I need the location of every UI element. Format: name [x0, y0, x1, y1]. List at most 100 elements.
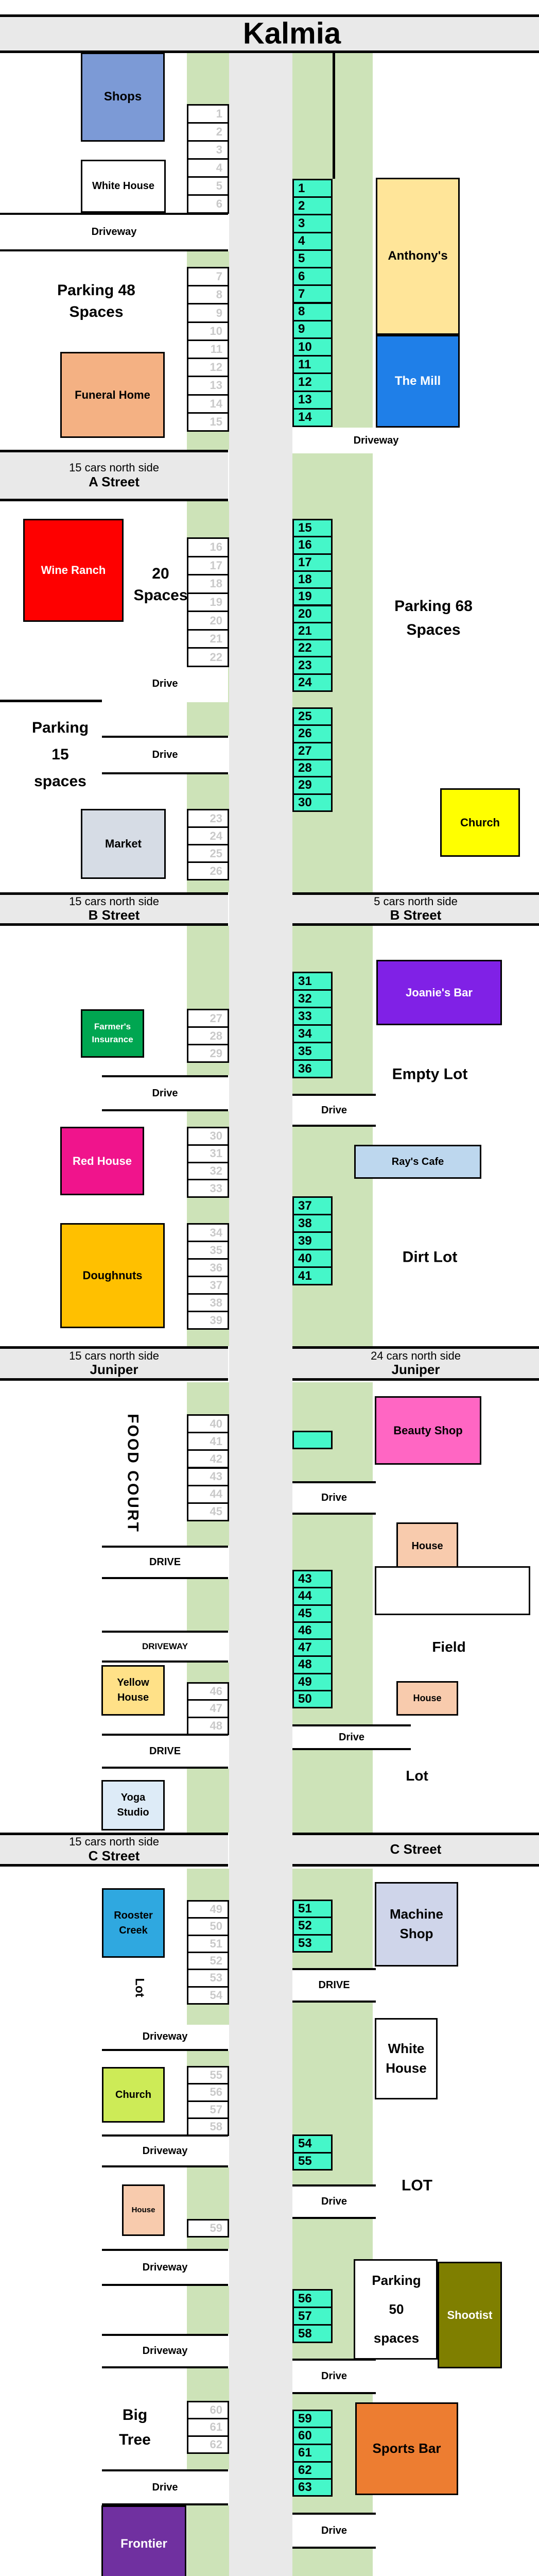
parking-space-left-11: 11 — [187, 339, 229, 360]
parking-space-left-24: 24 — [187, 826, 229, 845]
building-label: Funeral Home — [75, 388, 150, 401]
parking-space-right-61: 61 — [292, 2444, 333, 2463]
drive-label-east: DRIVE — [318, 1979, 350, 1991]
curb-strip-east-inner — [292, 2219, 333, 2289]
kalmia-street-band: Kalmia — [0, 14, 539, 53]
label-line: LOT — [402, 2177, 432, 2194]
space-number: 29 — [210, 1046, 222, 1060]
space-number: 23 — [298, 658, 312, 672]
parking-space-left-36: 36 — [187, 1258, 229, 1277]
space-number: 46 — [210, 1685, 222, 1698]
space-number: 40 — [298, 1251, 312, 1265]
space-number: 17 — [210, 558, 222, 572]
space-number: 14 — [298, 410, 312, 425]
curb-strip-east-inner — [292, 926, 333, 972]
building-label: Anthony's — [388, 249, 448, 263]
building-label: Beauty Shop — [393, 1423, 463, 1437]
parking-space-left-42: 42 — [187, 1449, 229, 1469]
label-line: Tree — [119, 2431, 151, 2448]
building-white-house-left: White House — [81, 160, 166, 213]
b-street-left-cars-label: 15 cars north side — [69, 894, 159, 908]
parking-space-left-49: 49 — [187, 1900, 229, 1919]
space-number: 59 — [298, 2412, 312, 2426]
curb-strip-west — [187, 879, 229, 892]
space-number: 22 — [298, 641, 312, 655]
label-field: Field — [432, 1638, 465, 1656]
parking-space-right-26: 26 — [292, 724, 333, 743]
parking-space-right-24: 24 — [292, 673, 333, 692]
label-empty-lot: Empty Lot — [392, 1064, 468, 1084]
parking-space-left-60: 60 — [187, 2401, 229, 2420]
space-number: 53 — [210, 1971, 222, 1985]
space-number: 20 — [298, 606, 312, 621]
parking-space-left-21: 21 — [187, 629, 229, 649]
drive-label-west: Drive — [152, 678, 178, 689]
space-number: 21 — [298, 623, 312, 638]
parking-space-right-17: 17 — [292, 553, 333, 572]
space-number: 41 — [298, 1268, 312, 1283]
curb-strip-east-outer — [333, 926, 373, 1094]
drive-label-west: Driveway — [91, 226, 137, 238]
curb-strip-east-inner — [292, 53, 333, 179]
building-label: Studio — [117, 1807, 149, 1818]
curb-strip-east-outer — [333, 453, 373, 892]
parking-space-right-53: 53 — [292, 1934, 333, 1953]
parking-space-right-45: 45 — [292, 1604, 333, 1623]
parking-space-left-39: 39 — [187, 1311, 229, 1330]
curb-strip-east-inner — [292, 2169, 333, 2184]
curb-strip-east-inner — [292, 1284, 333, 1346]
space-number: 48 — [298, 1657, 312, 1672]
parking-space-right-13: 13 — [292, 390, 333, 410]
curb-strip-west — [187, 2167, 229, 2219]
label-line: Field — [432, 1638, 466, 1655]
parking-space-left-14: 14 — [187, 394, 229, 414]
curb-strip-west — [187, 2051, 229, 2066]
drive-label-west: Driveway — [142, 2261, 188, 2273]
curb-strip-west — [187, 2236, 229, 2249]
space-number: 49 — [210, 1903, 222, 1916]
drive-label-west: Driveway — [142, 2345, 188, 2357]
a-street-left-name-label: A Street — [89, 473, 140, 489]
drive-label-east: Drive — [321, 2370, 347, 2382]
label-lot-right-lower: LOT — [402, 2176, 432, 2196]
curb-strip-east-inner — [292, 1077, 333, 1094]
space-number: 30 — [210, 1129, 222, 1143]
building-label: Ray's Cafe — [391, 1156, 444, 1167]
parking-space-left-47: 47 — [187, 1699, 229, 1718]
c-street-right-name-label: C Street — [390, 1841, 442, 1857]
drive-cut-east: Drive — [292, 2513, 376, 2549]
parking-space-left-48: 48 — [187, 1716, 229, 1735]
space-number: 55 — [298, 2154, 312, 2168]
space-number: 42 — [210, 1452, 222, 1465]
curb-strip-east-inner — [292, 2394, 333, 2410]
parking-space-left-9: 9 — [187, 303, 229, 323]
space-number: 9 — [216, 306, 222, 319]
drive-cut-west: Drive — [102, 1075, 228, 1111]
parking-space-left-29: 29 — [187, 1044, 229, 1063]
drive-label-west: Driveway — [142, 2145, 188, 2157]
space-number: 3 — [298, 216, 305, 231]
drive-cut-east: Driveway — [292, 428, 460, 453]
space-number: 3 — [216, 143, 222, 156]
curb-strip-west — [187, 1111, 229, 1127]
parking-space-right-19: 19 — [292, 587, 333, 606]
building-label: Red House — [73, 1154, 132, 1167]
building-sports-bar: Sports Bar — [355, 2402, 458, 2495]
curb-strip-east-inner — [292, 2495, 333, 2513]
label-line: Parking — [372, 2273, 421, 2288]
drive-label-west: Driveway — [142, 2031, 188, 2042]
curb-strip-west — [187, 926, 229, 1009]
anthonys-lot-edge — [333, 53, 335, 179]
space-number: 14 — [210, 397, 222, 410]
building-label: Yellow — [117, 1677, 149, 1688]
space-number: 47 — [298, 1640, 312, 1655]
space-number: 5 — [216, 179, 222, 192]
space-number: 31 — [298, 974, 312, 988]
drive-label-west: Drive — [152, 749, 178, 760]
label-line: Lot — [406, 1767, 428, 1784]
c-street-right-band: C Street — [292, 1833, 539, 1867]
parking-space-right-16: 16 — [292, 536, 333, 555]
